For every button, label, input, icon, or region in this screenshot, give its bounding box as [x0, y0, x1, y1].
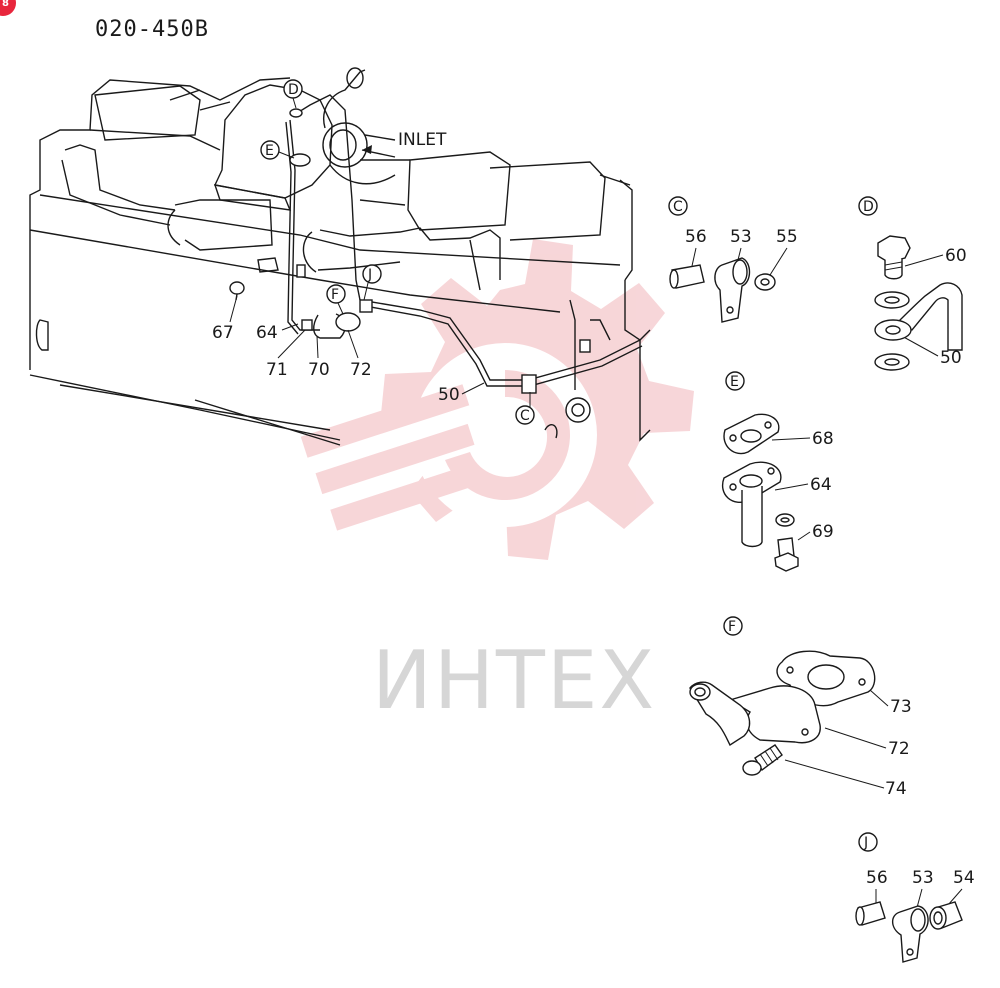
detail-C-part-55: 55 — [776, 227, 798, 247]
part-71: 71 — [266, 360, 288, 380]
svg-text:C: C — [673, 199, 683, 215]
callout-J-main: J — [362, 264, 382, 301]
engine-drawing: INLET — [29, 67, 651, 446]
detail-C-part-53: 53 — [730, 227, 752, 247]
callout-F-main: F — [326, 284, 346, 315]
detail-D-letter-circle — [858, 196, 878, 216]
drawing-code: 020-450B — [95, 17, 209, 42]
detail-E-letter-circle — [725, 371, 745, 391]
detail-E: E 68 64 69 — [721, 371, 834, 572]
detail-F-part-72: 72 — [888, 739, 910, 759]
svg-text:E: E — [265, 143, 274, 159]
detail-F: F 73 72 74 — [689, 616, 912, 799]
svg-text:C: C — [520, 408, 530, 424]
detail-F-part-74: 74 — [885, 779, 907, 799]
detail-C-part-56: 56 — [685, 227, 707, 247]
svg-text:E: E — [730, 374, 739, 390]
detail-F-part-73: 73 — [890, 697, 912, 717]
svg-text:F: F — [728, 619, 736, 635]
detail-C-letter-circle — [668, 196, 688, 216]
detail-J-part-56: 56 — [866, 868, 888, 888]
detail-D-part-50: 50 — [940, 348, 962, 368]
inlet-label: INLET — [398, 130, 447, 150]
detail-D: D 60 50 — [858, 196, 967, 371]
detail-E-part-64: 64 — [810, 475, 832, 495]
detail-J: J 56 53 54 — [855, 832, 975, 963]
callout-E-main: E — [260, 140, 295, 160]
corner-badge: 8 — [0, 0, 16, 16]
part-64: 64 — [256, 323, 278, 343]
svg-text:D: D — [863, 199, 874, 215]
detail-E-part-68: 68 — [812, 429, 834, 449]
svg-text:F: F — [331, 287, 339, 303]
watermark-text: ИНТЕХ — [372, 634, 656, 727]
detail-E-part-69: 69 — [812, 522, 834, 542]
callout-C-main: C — [515, 392, 535, 425]
corner-badge-label: 8 — [2, 0, 9, 9]
svg-text:D: D — [288, 82, 299, 98]
detail-D-part-60: 60 — [945, 246, 967, 266]
detail-J-letter-circle — [858, 832, 878, 852]
part-70: 70 — [308, 360, 330, 380]
part-50: 50 — [438, 385, 460, 405]
detail-C: C 56 53 55 — [668, 196, 798, 323]
detail-F-letter-circle — [723, 616, 743, 636]
watermark-gear-logo — [300, 239, 694, 560]
svg-text:J: J — [367, 267, 372, 283]
detail-J-part-54: 54 — [953, 868, 975, 888]
svg-text:J: J — [863, 835, 868, 851]
detail-J-part-53: 53 — [912, 868, 934, 888]
callout-D-main: D — [283, 79, 303, 109]
part-72: 72 — [350, 360, 372, 380]
part-67: 67 — [212, 323, 234, 343]
